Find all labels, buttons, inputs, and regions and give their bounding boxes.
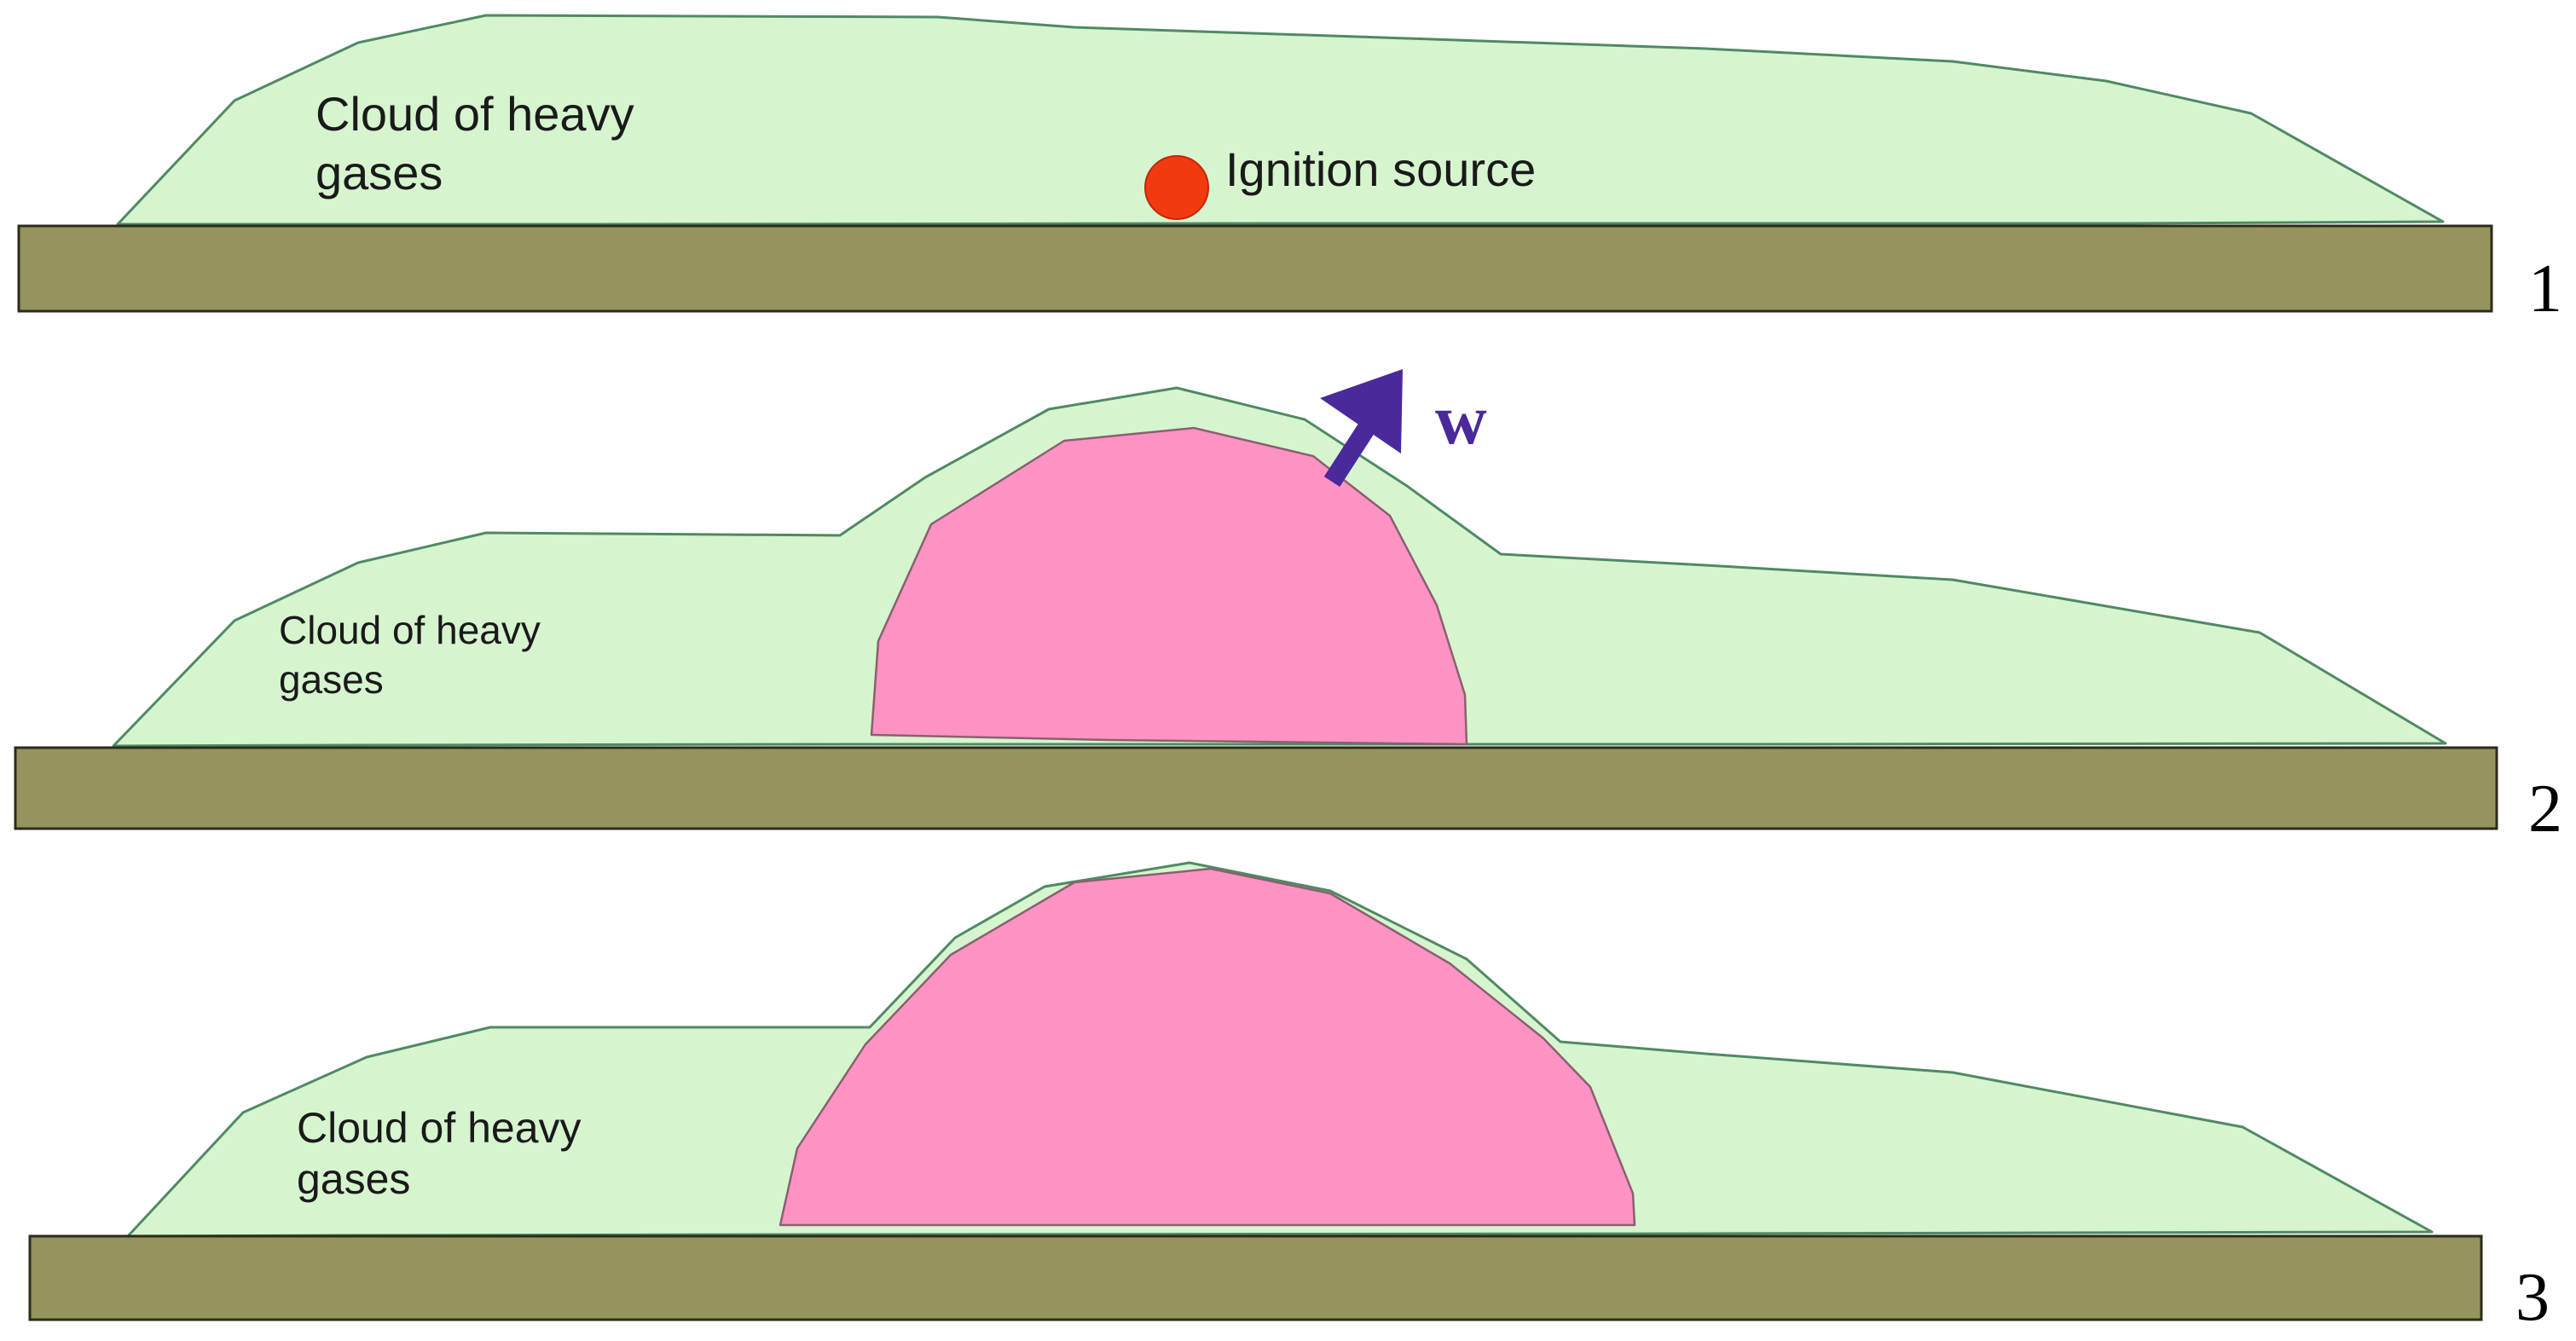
ground-1 [17, 224, 2493, 313]
cloud-label-3: Cloud of heavy gases [297, 1104, 593, 1203]
panel-3: Cloud of heavy gases 3 [28, 861, 2550, 1335]
panel-number-3: 3 [2515, 1260, 2550, 1335]
panel-2: w Cloud of heavy gases 2 [14, 369, 2562, 847]
fireball-3 [779, 867, 1636, 1227]
ignition-source-label: Ignition source [1225, 142, 1536, 196]
fireball-2 [870, 426, 1468, 746]
velocity-arrow-icon [1320, 369, 1403, 487]
ground-3 [28, 1234, 2483, 1321]
velocity-label: w [1435, 380, 1487, 460]
gas-cloud-1 [116, 14, 2445, 226]
ground-2 [14, 746, 2498, 830]
cloud-label-1: Cloud of heavy gases [315, 87, 647, 199]
panel-number-1: 1 [2528, 251, 2562, 327]
panel-number-2: 2 [2528, 772, 2562, 847]
cloud-label-2: Cloud of heavy gases [279, 608, 552, 702]
ignition-source-icon [1144, 155, 1209, 220]
panel-1: Cloud of heavy gases Ignition source 1 [17, 14, 2562, 327]
